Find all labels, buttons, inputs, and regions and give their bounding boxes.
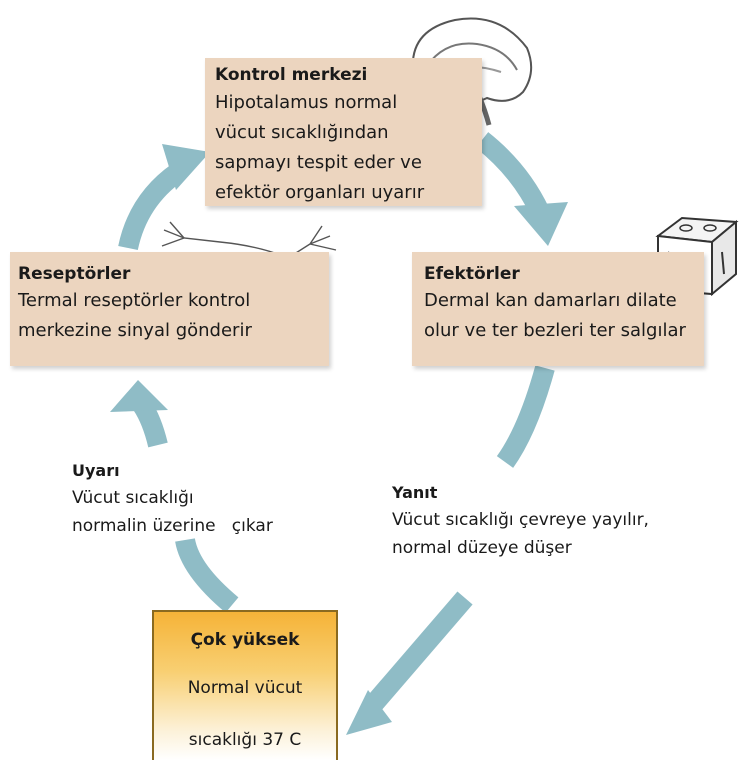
effectors-line: olur ve ter bezleri ter salgılar: [424, 320, 686, 341]
arrow-receptors-to-control: [118, 163, 184, 251]
stimulus-line: normalin üzerine çıkar: [72, 516, 273, 536]
response-line: normal düzeye düşer: [392, 538, 572, 558]
normal-temp-line: sıcaklığı 37 C: [188, 730, 302, 750]
receptors-line: merkezine sinyal gönderir: [18, 320, 252, 341]
response-line: Vücut sıcaklığı çevreye yayılır,: [392, 510, 649, 530]
control-center-line: Hipotalamus normal: [215, 92, 398, 113]
arrowhead-high: [346, 690, 392, 735]
response-title: Yanıt: [392, 483, 438, 502]
arrow-stimulus-to-receptors: [133, 399, 168, 448]
control-center-title: Kontrol merkezi: [215, 65, 368, 85]
arrow-response-to-high: [364, 591, 473, 713]
stimulus-title: Uyarı: [72, 461, 120, 480]
control-center-box: Kontrol merkezi Hipotalamus normal vücut…: [205, 58, 482, 206]
effectors-line: Dermal kan damarları dilate: [424, 290, 677, 311]
receptors-line: Termal reseptörler kontrol: [18, 290, 251, 311]
normal-temp-line: Normal vücut: [187, 678, 303, 698]
response-label: Yanıt Vücut sıcaklığı çevreye yayılır, n…: [392, 480, 649, 562]
arrowhead-effectors: [514, 202, 568, 246]
too-high-box: Çok yüksek Normal vücut sıcaklığı 37 C: [152, 610, 338, 760]
stimulus-line: Vücut sıcaklığı: [72, 488, 194, 508]
arrow-high-to-stimulus: [175, 537, 239, 613]
control-center-line: efektör organları uyarır: [215, 182, 425, 203]
control-center-line: vücut sıcaklığından: [215, 122, 389, 143]
stimulus-label: Uyarı Vücut sıcaklığı normalin üzerine ç…: [72, 458, 273, 540]
receptors-box: Reseptörler Termal reseptörler kontrol m…: [10, 252, 329, 366]
arrowhead-control: [162, 144, 210, 190]
arrow-control-to-effectors: [475, 132, 550, 217]
receptors-title: Reseptörler: [18, 264, 131, 284]
effectors-box: Efektörler Dermal kan damarları dilate o…: [412, 252, 704, 366]
arrow-effectors-to-response: [496, 365, 555, 468]
arrowhead-receptors: [110, 380, 168, 412]
too-high-title: Çok yüksek: [190, 630, 300, 650]
effectors-title: Efektörler: [424, 264, 520, 284]
control-center-line: sapmayı tespit eder ve: [215, 152, 422, 173]
